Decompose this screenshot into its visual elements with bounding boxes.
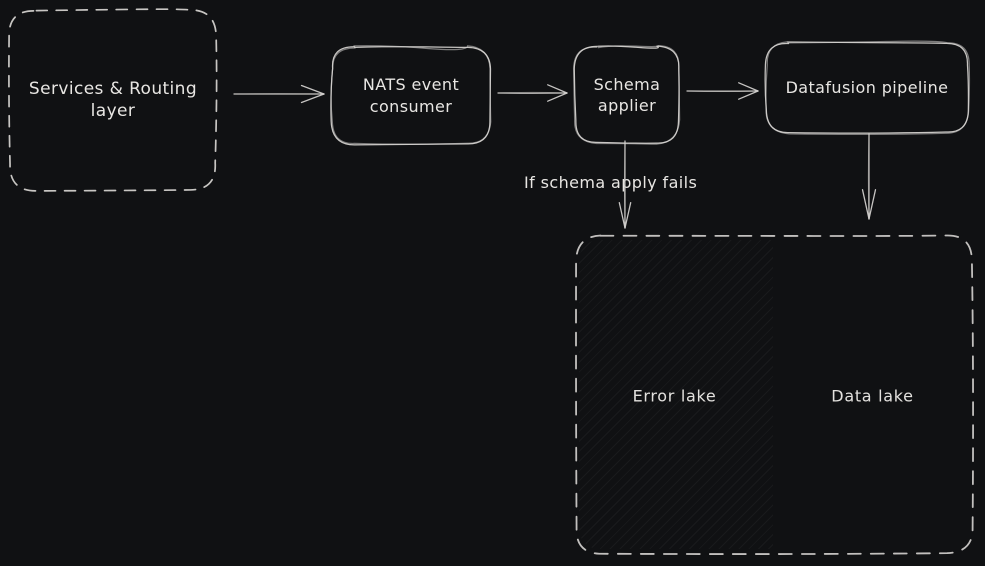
node-nats-event-consumer[interactable]: NATS event consumer [330, 45, 492, 146]
data-lake-label: Data lake [831, 386, 914, 406]
node-label-services-routing-layer: Services & Routing layer [28, 78, 198, 121]
error-lake-hatch-fill [579, 240, 773, 549]
dashed-rounded-rect-shape [8, 8, 218, 192]
rounded-rect-shape [572, 44, 681, 145]
rounded-rect-shape [330, 45, 492, 146]
error-lake-label: Error lake [632, 386, 717, 406]
node-datafusion-pipeline[interactable]: Datafusion pipeline [764, 40, 971, 135]
node-schema-applier[interactable]: Schema applier [572, 44, 681, 145]
node-label-nats-event-consumer: NATS event consumer [362, 75, 460, 116]
dashed-rounded-rect-shape [575, 234, 974, 555]
node-services-routing-layer[interactable]: Services & Routing layer [8, 8, 218, 192]
edge-label-if-schema-apply-fails: If schema apply fails [524, 173, 698, 192]
lakes-container[interactable] [575, 234, 974, 555]
node-label-datafusion-pipeline: Datafusion pipeline [785, 78, 949, 98]
node-label-schema-applier: Schema applier [593, 74, 661, 115]
rounded-rect-shape [764, 40, 971, 135]
